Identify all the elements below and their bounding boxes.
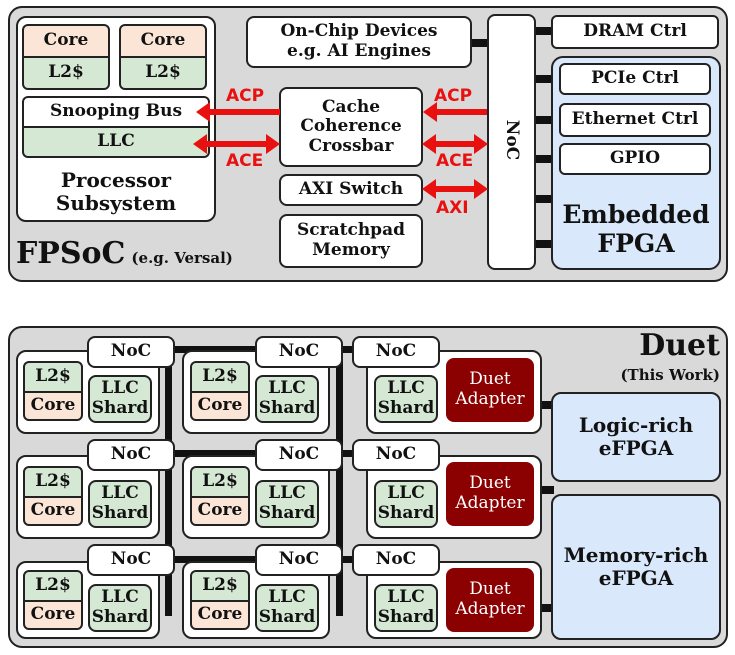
l2-cache-1: L2$	[22, 56, 110, 90]
tile-1-1-llc-shard: LLC Shard	[88, 375, 152, 423]
noc-bar	[487, 14, 536, 270]
adapter-link-1	[538, 401, 554, 409]
mesh-h-4	[340, 346, 354, 353]
noc-link-on-chip	[472, 39, 488, 47]
tile-2-1-l2: L2$	[23, 466, 83, 498]
on-chip-devices: On-Chip Devices e.g. AI Engines	[246, 16, 472, 68]
adapter-link-3	[538, 604, 554, 612]
tile-1-2-core: Core	[190, 391, 250, 421]
tile-3-1-l2: L2$	[23, 570, 83, 602]
noc-link-fpga-1	[534, 195, 554, 203]
noc-link-fpga-2	[534, 240, 554, 248]
tile-2-3-llc-shard: LLC Shard	[374, 480, 438, 528]
tile-3-2-core: Core	[190, 600, 250, 630]
tile-2-2-llc-shard: LLC Shard	[255, 480, 319, 528]
l2-cache-2: L2$	[119, 56, 207, 90]
tile-2-1-noc: NoC	[87, 439, 175, 471]
tile-2-2-l2: L2$	[190, 466, 250, 498]
noc-link-dram	[534, 27, 552, 35]
processor-subsystem-label: Processor Subsystem	[55, 168, 177, 215]
fpsoc-title-main: FPSoC	[16, 236, 126, 271]
tile-2-1-llc-shard: LLC Shard	[88, 480, 152, 528]
noc-link-pcie	[534, 75, 554, 83]
tile-2-2-noc: NoC	[255, 439, 343, 471]
ace-left-arrow	[193, 134, 280, 154]
tile-3-2-noc: NoC	[255, 544, 343, 576]
acp-right-arrow	[423, 102, 487, 122]
noc-link-ethernet	[534, 116, 554, 124]
tile-3-1-noc: NoC	[87, 544, 175, 576]
embedded-fpga-label: Embedded FPGA	[562, 200, 710, 258]
memory-rich-efpga: Memory-rich eFPGA	[551, 494, 721, 640]
tile-1-3-llc-shard: LLC Shard	[374, 375, 438, 423]
axi-right-label: AXI	[436, 198, 469, 218]
tile-3-3-duet-adapter: Duet Adapter	[446, 568, 534, 632]
tile-1-2-l2: L2$	[190, 361, 250, 393]
acp-left-label: ACP	[226, 86, 265, 106]
llc: LLC	[22, 126, 210, 158]
tile-3-3-llc-shard: LLC Shard	[374, 584, 438, 632]
cache-coherence-crossbar: Cache Coherence Crossbar	[279, 87, 423, 167]
duet-title: Duet	[639, 328, 720, 363]
mesh-v-2	[336, 348, 343, 616]
tile-1-2-noc: NoC	[255, 336, 343, 368]
axi-right-arrow	[422, 179, 488, 199]
mesh-h-3	[170, 556, 256, 563]
acp-left-arrow	[196, 102, 280, 122]
mesh-h-6	[340, 556, 354, 563]
gpio: GPIO	[559, 143, 711, 175]
noc-link-gpio	[534, 155, 554, 163]
tile-2-2-core: Core	[190, 496, 250, 526]
tile-3-3-noc: NoC	[352, 544, 440, 576]
mesh-v-1	[165, 348, 172, 616]
tile-3-2-llc-shard: LLC Shard	[255, 584, 319, 632]
mesh-h-5	[340, 450, 354, 457]
fpsoc-title-sub: (e.g. Versal)	[131, 249, 233, 267]
fpsoc-title: FPSoC (e.g. Versal)	[16, 236, 233, 276]
ace-right-label: ACE	[436, 151, 474, 171]
tile-3-1-llc-shard: LLC Shard	[88, 584, 152, 632]
adapter-link-2	[538, 486, 554, 494]
tile-1-1-noc: NoC	[87, 336, 175, 368]
tile-2-3-duet-adapter: Duet Adapter	[446, 462, 534, 526]
tile-1-2-llc-shard: LLC Shard	[255, 375, 319, 423]
mesh-h-2	[170, 450, 256, 457]
tile-3-2-l2: L2$	[190, 570, 250, 602]
tile-2-1-core: Core	[23, 496, 83, 526]
ethernet-ctrl: Ethernet Ctrl	[559, 103, 711, 137]
tile-1-1-l2: L2$	[23, 361, 83, 393]
tile-3-1-core: Core	[23, 600, 83, 630]
scratchpad-memory: Scratchpad Memory	[279, 214, 423, 268]
ace-left-label: ACE	[226, 151, 264, 171]
tile-1-3-noc: NoC	[352, 336, 440, 368]
axi-switch: AXI Switch	[279, 174, 423, 206]
tile-1-1-core: Core	[23, 391, 83, 421]
duet-subtitle: (This Work)	[620, 366, 720, 384]
pcie-ctrl: PCIe Ctrl	[559, 63, 711, 95]
dram-ctrl: DRAM Ctrl	[551, 15, 719, 49]
mesh-h-1	[170, 346, 256, 353]
acp-right-label: ACP	[434, 86, 473, 106]
tile-1-3-duet-adapter: Duet Adapter	[446, 358, 534, 422]
logic-rich-efpga: Logic-rich eFPGA	[551, 392, 721, 482]
tile-2-3-noc: NoC	[352, 439, 440, 471]
ace-right-arrow	[422, 134, 488, 154]
